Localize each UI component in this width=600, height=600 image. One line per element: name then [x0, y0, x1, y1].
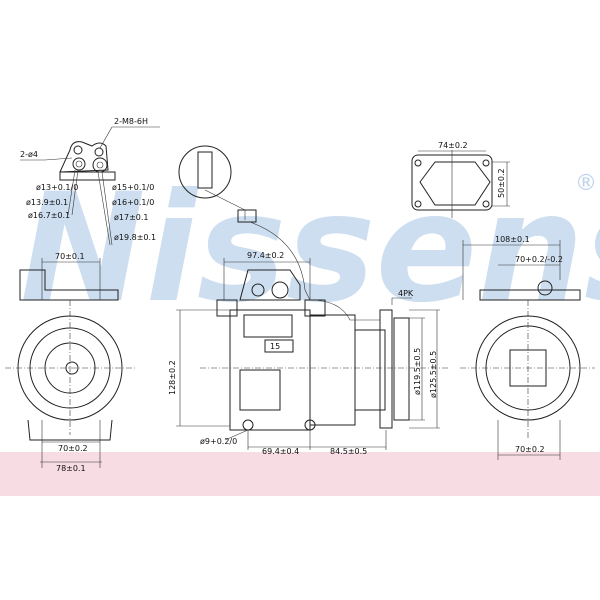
- label-d13-9: ø13.9±0.1: [26, 198, 68, 207]
- label-d16-7: ø16.7±0.1: [28, 211, 70, 220]
- watermark-logo: Nissens: [20, 162, 600, 336]
- label-width: 97.4±0.2: [247, 251, 284, 260]
- flange-view: 74±0.2 50±0.2: [411, 141, 510, 218]
- label-d16: ø16+0.1/0: [112, 198, 154, 207]
- label-left-bottom2: 78±0.1: [56, 464, 86, 473]
- label-right-top: 108±0.1: [495, 235, 530, 244]
- trademark-symbol: ®: [575, 171, 597, 196]
- label-d15: ø15+0.1/0: [112, 183, 154, 192]
- label-d19-8: ø19.8±0.1: [114, 233, 156, 242]
- label-len1: 69.4±0.4: [262, 447, 299, 456]
- label-flange-height: 50±0.2: [497, 168, 506, 198]
- label-hole: ø9+0.2/0: [200, 437, 237, 446]
- rear-view-right: 108±0.1 70+0.2/-0.2 70±0.2: [460, 235, 595, 460]
- label-right-bottom: 70±0.2: [515, 445, 545, 454]
- label-thread: 2-M8-6H: [114, 117, 148, 126]
- label-part: 15: [270, 342, 280, 351]
- label-d17: ø17±0.1: [114, 213, 149, 222]
- pink-band: [0, 452, 600, 496]
- side-view: 97.4±0.2 15 128±0.2 4PK ø119.5±0.5 ø125.…: [168, 251, 450, 456]
- label-holes: 2-ø4: [20, 150, 38, 159]
- connector-detail: [178, 145, 380, 321]
- front-view-left: 70±0.1 70±0.2 78±0.1: [5, 252, 135, 473]
- port-detail-view: 2-M8-6H 2-ø4 ø13+0.1/0 ø13.9±0.1 ø16.7±0…: [20, 117, 160, 246]
- label-left-top: 70±0.1: [55, 252, 85, 261]
- label-d119: ø119.5±0.5: [413, 348, 422, 395]
- label-left-bottom: 70±0.2: [58, 444, 88, 453]
- label-height: 128±0.2: [168, 360, 177, 395]
- label-d13: ø13+0.1/0: [36, 183, 78, 192]
- label-right-top2: 70+0.2/-0.2: [515, 255, 563, 264]
- label-flange-width: 74±0.2: [438, 141, 468, 150]
- label-d125: ø125.5±0.5: [429, 351, 438, 398]
- label-len2: 84.5±0.5: [330, 447, 367, 456]
- label-belt: 4PK: [398, 289, 414, 298]
